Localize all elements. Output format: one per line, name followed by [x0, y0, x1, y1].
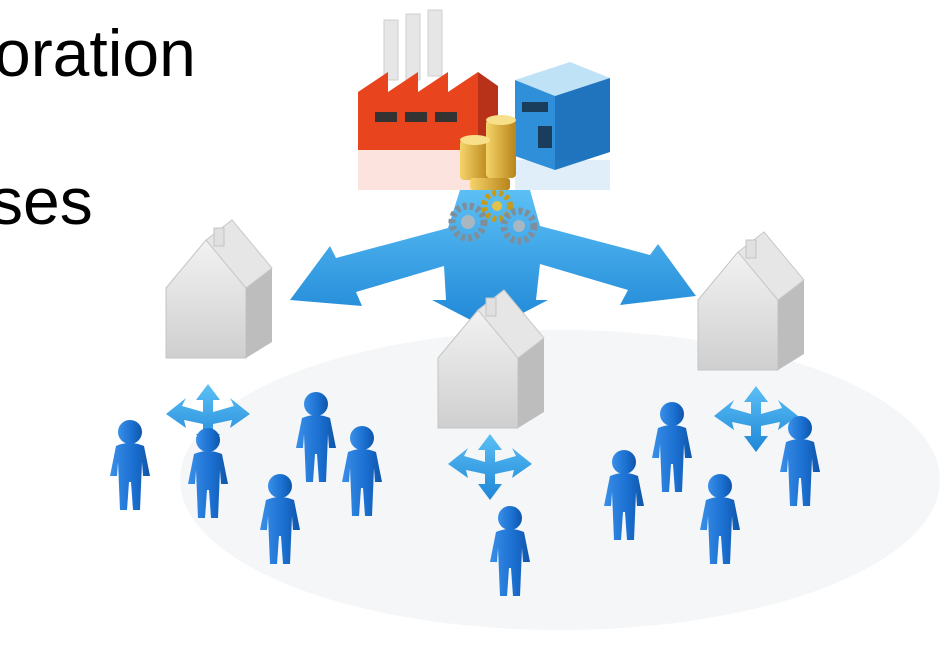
house-icon: [697, 231, 805, 371]
distribution-arrow-icon: [290, 190, 696, 330]
slide-subtitle-fragment: ses: [0, 164, 93, 238]
person-icon: [110, 420, 150, 510]
office-building-icon: [515, 62, 610, 190]
gear-icon: [448, 190, 538, 245]
floor-shadow: [180, 330, 940, 630]
factory-icon: [358, 9, 498, 190]
house-icon: [165, 219, 273, 359]
coin-stack-icon: [460, 115, 516, 190]
slide-title-fragment: oration: [0, 16, 196, 90]
